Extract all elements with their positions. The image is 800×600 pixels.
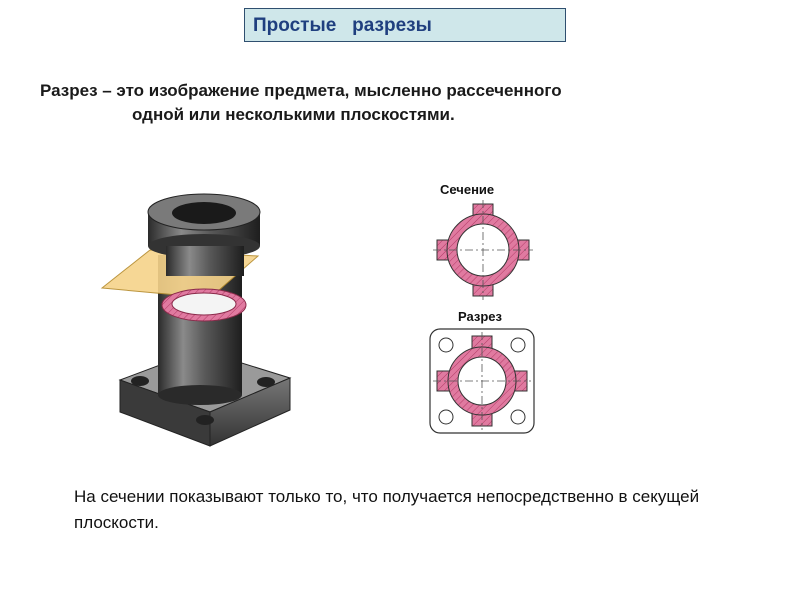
part-section-ring bbox=[161, 288, 247, 322]
definition-line-2: одной или несколькими плоскостями. bbox=[132, 105, 455, 124]
title-box: Простые разрезы bbox=[244, 8, 566, 42]
slide-title: Простые разрезы bbox=[253, 15, 432, 36]
section-label: Сечение bbox=[440, 182, 495, 197]
section-drawing bbox=[433, 200, 533, 300]
note-text: На сечении показывают только то, что пол… bbox=[74, 487, 700, 532]
definition-line-1: Разрез – это изображение предмета, мысле… bbox=[40, 81, 562, 100]
definition-text: Разрез – это изображение предмета, мысле… bbox=[40, 79, 680, 127]
top-flange bbox=[147, 193, 261, 276]
cut-label: Разрез bbox=[458, 309, 502, 324]
cutting-plane bbox=[100, 249, 260, 299]
base-plate bbox=[118, 349, 292, 447]
cut-drawing bbox=[429, 328, 535, 434]
main-cylinder bbox=[158, 255, 242, 405]
